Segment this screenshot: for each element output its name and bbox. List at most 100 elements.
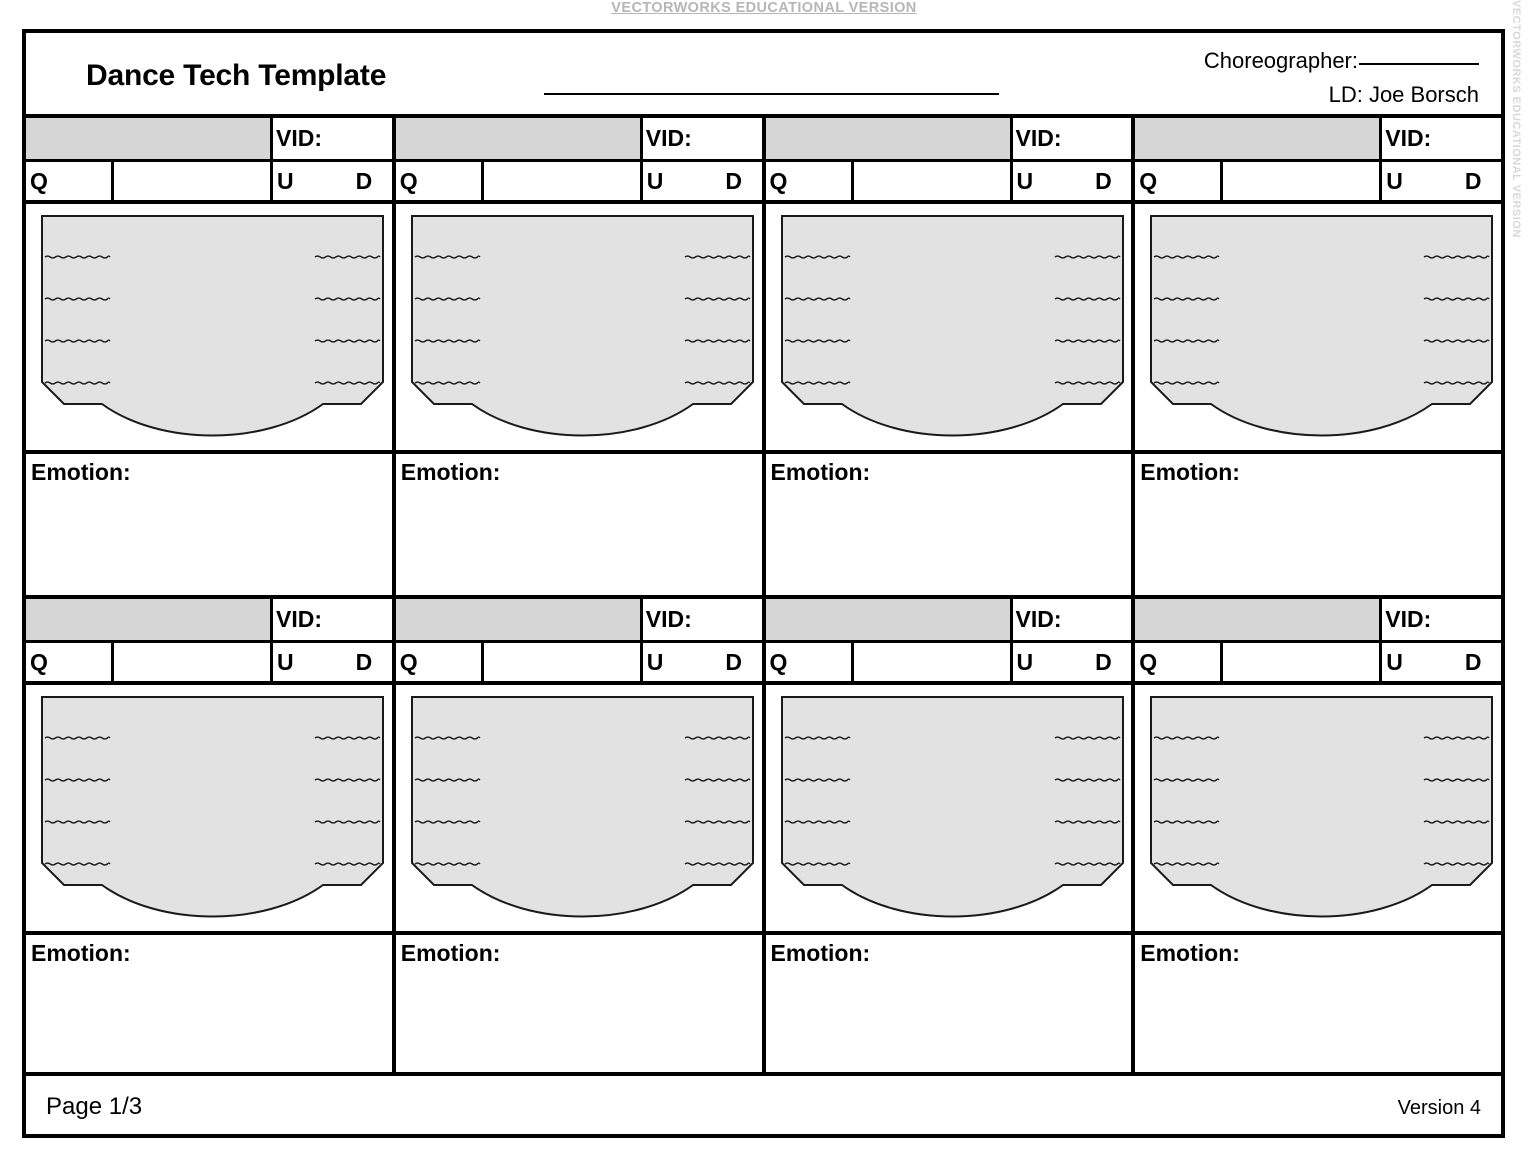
stage-diagram-cell[interactable]: [395, 204, 762, 454]
vid-field[interactable]: VID:: [273, 118, 392, 159]
stage-diagram-cell[interactable]: [26, 685, 392, 935]
vectorworks-watermark-top: VECTORWORKS EDUCATIONAL VERSION: [611, 0, 917, 16]
stage-diagram-cell[interactable]: [26, 204, 392, 454]
cue-title-field[interactable]: [765, 118, 1013, 159]
emotion-label: Emotion:: [770, 940, 871, 966]
stage-diagram-cell[interactable]: [1135, 685, 1501, 935]
stage-plan-diagram[interactable]: [780, 214, 1125, 450]
stage-diagram-cell[interactable]: [395, 685, 762, 935]
emotion-field[interactable]: Emotion:: [396, 935, 762, 1072]
cue-notes-field[interactable]: [114, 162, 273, 200]
emotion-label: Emotion:: [770, 459, 871, 485]
cue-q-field[interactable]: Q: [396, 643, 484, 681]
stage-wing-line: [1054, 339, 1121, 343]
cue-q-field[interactable]: Q: [1135, 162, 1224, 200]
vid-label: VID:: [276, 125, 322, 151]
stage-plan-diagram[interactable]: [40, 695, 385, 931]
vid-field[interactable]: VID:: [273, 599, 392, 640]
cue-title-field[interactable]: [765, 599, 1013, 640]
stage-wing-line: [44, 862, 111, 866]
stage-wing-line: [1054, 820, 1121, 824]
vid-field[interactable]: VID:: [1012, 599, 1132, 640]
stage-plan-diagram[interactable]: [410, 214, 755, 450]
stage-wing-line: [684, 778, 751, 782]
cue-title-field[interactable]: [395, 118, 643, 159]
emotion-field[interactable]: Emotion:: [1135, 935, 1501, 1072]
vid-field[interactable]: VID:: [642, 599, 762, 640]
stage-wing-line: [414, 255, 481, 259]
vid-label: VID:: [1385, 125, 1432, 151]
cue-block-header: VID:: [26, 599, 392, 643]
u-label: U: [277, 167, 294, 194]
stage-plan-diagram[interactable]: [1149, 214, 1494, 450]
cue-notes-field[interactable]: [1223, 162, 1383, 200]
stage-plan-diagram[interactable]: [780, 695, 1125, 931]
vid-label: VID:: [276, 606, 322, 632]
stage-outline: [1150, 215, 1494, 437]
stage-wing-line: [684, 381, 751, 385]
cue-q-field[interactable]: Q: [766, 643, 854, 681]
vid-label: VID:: [645, 125, 692, 151]
stage-wing-line: [784, 862, 851, 866]
emotion-field[interactable]: Emotion:: [26, 454, 392, 595]
emotion-label: Emotion:: [400, 459, 501, 485]
emotion-label: Emotion:: [31, 940, 131, 966]
emotion-field[interactable]: Emotion:: [1135, 454, 1501, 595]
cue-title-field[interactable]: [1135, 118, 1383, 159]
cue-title-field[interactable]: [26, 118, 273, 159]
emotion-field[interactable]: Emotion:: [396, 454, 762, 595]
emotion-field[interactable]: Emotion:: [766, 935, 1132, 1072]
cue-q-field[interactable]: Q: [766, 162, 854, 200]
stage-plan-diagram[interactable]: [40, 214, 385, 450]
cue-notes-field[interactable]: [854, 162, 1013, 200]
cue-q-field[interactable]: Q: [26, 643, 114, 681]
stage-wing-line: [784, 381, 851, 385]
emotion-field[interactable]: Emotion:: [26, 935, 392, 1072]
cue-notes-field[interactable]: [1223, 643, 1383, 681]
cue-notes-field[interactable]: [484, 643, 643, 681]
stage-wing-line: [314, 862, 381, 866]
stage-diagram-cell[interactable]: [1135, 204, 1501, 454]
stage-outline: [41, 696, 384, 918]
cue-title-field[interactable]: [395, 599, 643, 640]
vectorworks-watermark-right: VECTORWORKS EDUCATIONAL VERSION: [1510, 0, 1522, 238]
cue-title-field[interactable]: [26, 599, 273, 640]
cue-q-field[interactable]: Q: [396, 162, 484, 200]
stage-diagram-cell[interactable]: [765, 204, 1132, 454]
cue-notes-field[interactable]: [114, 643, 273, 681]
cue-notes-field[interactable]: [484, 162, 643, 200]
vid-field[interactable]: VID:: [642, 118, 762, 159]
cue-q-field[interactable]: Q: [1135, 643, 1224, 681]
stage-diagram-cell[interactable]: [765, 685, 1132, 935]
stage-wing-line: [1423, 381, 1490, 385]
stage-wing-line: [1153, 736, 1220, 740]
vid-field[interactable]: VID:: [1382, 599, 1501, 640]
stage-outline: [780, 215, 1124, 437]
vid-field[interactable]: VID:: [1382, 118, 1501, 159]
cue-q-field[interactable]: Q: [26, 162, 114, 200]
d-label: D: [1095, 167, 1112, 194]
emotion-field[interactable]: Emotion:: [766, 454, 1132, 595]
choreographer-field[interactable]: Choreographer:: [1204, 46, 1479, 74]
vid-field[interactable]: VID:: [1012, 118, 1132, 159]
stage-plan-diagram[interactable]: [1149, 695, 1494, 931]
cue-block-header: VID:: [1135, 599, 1501, 643]
choreographer-blank-line[interactable]: [1359, 46, 1479, 65]
stage-wing-line: [1054, 255, 1121, 259]
stage-plan-diagram[interactable]: [410, 695, 755, 931]
cue-title-field[interactable]: [1135, 599, 1383, 640]
cue-notes-field[interactable]: [854, 643, 1013, 681]
stage-wing-line: [1153, 862, 1220, 866]
title-blank-fill-line[interactable]: [544, 93, 999, 95]
